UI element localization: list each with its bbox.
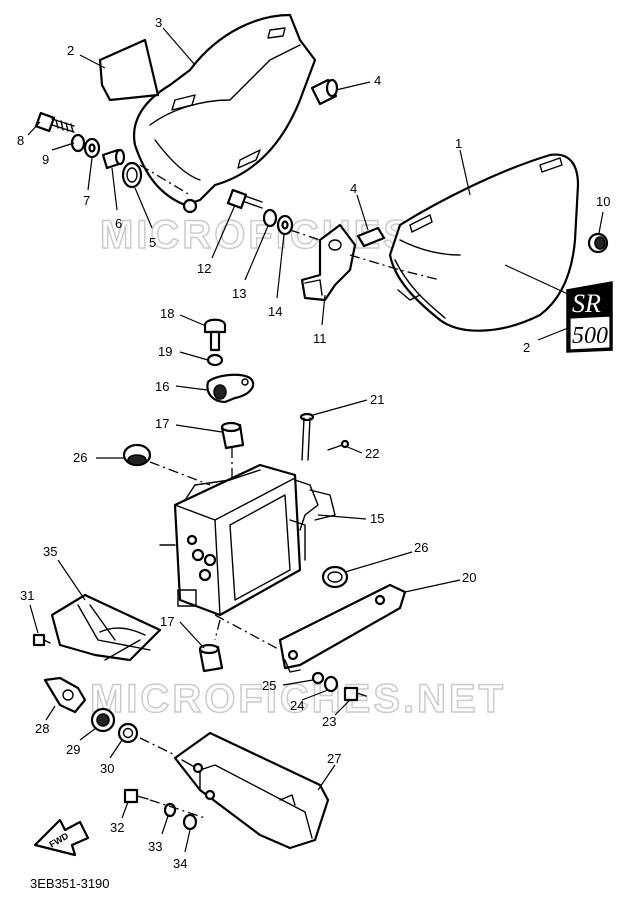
grommet-5 [121, 161, 143, 189]
callout-2-right: 2 [523, 340, 530, 355]
battery-35 [50, 593, 162, 662]
callout-26-right: 26 [414, 540, 428, 555]
callout-21: 21 [370, 392, 384, 407]
bolt-23 [343, 686, 367, 702]
bracket-11 [300, 223, 357, 302]
grommet-top [310, 78, 339, 106]
grommet-29 [90, 707, 116, 733]
damper-17-top [220, 421, 245, 450]
callout-33: 33 [148, 839, 162, 854]
callout-20: 20 [462, 570, 476, 585]
battery-box [159, 463, 319, 617]
drawing-code: 3EB351-3190 [30, 876, 110, 891]
callout-3: 3 [155, 15, 162, 30]
washer-19 [206, 353, 224, 367]
bolt-12 [226, 188, 263, 210]
callout-8: 8 [17, 133, 24, 148]
bolt-32 [123, 788, 149, 804]
callout-2-top: 2 [67, 43, 74, 58]
callout-15: 15 [370, 511, 384, 526]
callout-17-top: 17 [155, 416, 169, 431]
callout-4-top: 4 [374, 73, 381, 88]
emblem-text-sr: SR [572, 289, 601, 318]
callout-6: 6 [115, 216, 122, 231]
left-side-cover [132, 13, 317, 214]
callout-35: 35 [43, 544, 57, 559]
damper-17-bottom [198, 643, 224, 673]
callout-28: 28 [35, 721, 49, 736]
emblem-plate-top [98, 38, 160, 102]
callout-14: 14 [268, 304, 282, 319]
screw-31 [32, 633, 51, 647]
callout-7: 7 [83, 193, 90, 208]
fwd-arrow-icon: FWD [33, 818, 90, 857]
washer-25 [311, 671, 325, 685]
screw-18 [203, 318, 227, 352]
callout-16: 16 [155, 379, 169, 394]
strap-15 [309, 489, 336, 521]
callout-32: 32 [110, 820, 124, 835]
callout-34: 34 [173, 856, 187, 871]
bolt-8 [34, 111, 75, 133]
washer-9 [70, 133, 86, 153]
fuse-holder-28 [43, 676, 87, 714]
washer-34 [182, 813, 198, 831]
watermark-bottom: MICROFICHES.NET [90, 677, 506, 721]
emblem-text-500: 500 [572, 323, 608, 349]
callout-29: 29 [66, 742, 80, 757]
callout-11: 11 [313, 331, 327, 346]
holder-16 [206, 373, 255, 404]
callout-24: 24 [290, 698, 304, 713]
sr500-emblem: SR 500 [566, 281, 613, 353]
callout-26-left: 26 [73, 450, 87, 465]
tray-27 [173, 731, 330, 850]
stay-20 [278, 583, 407, 673]
collar-6 [101, 148, 126, 170]
callout-25: 25 [262, 678, 276, 693]
callout-13: 13 [232, 286, 246, 301]
callout-30: 30 [100, 761, 114, 776]
callout-12: 12 [197, 261, 211, 276]
callout-17-bottom: 17 [160, 614, 174, 629]
callout-19: 19 [158, 344, 172, 359]
washer-24 [323, 675, 339, 693]
callout-9: 9 [42, 152, 49, 167]
right-side-cover [388, 153, 580, 332]
grommet-right [356, 226, 386, 248]
callout-4-right: 4 [350, 181, 357, 196]
washer-13 [262, 208, 278, 228]
callout-1: 1 [455, 136, 462, 151]
ring-30 [117, 722, 139, 744]
grommet-26-right [321, 565, 349, 589]
callout-22: 22 [365, 446, 379, 461]
callouts: 3 2 4 8 9 7 6 5 12 13 14 11 4 [17, 15, 610, 871]
callout-10: 10 [596, 194, 610, 209]
callout-31: 31 [20, 588, 34, 603]
callout-27: 27 [327, 751, 341, 766]
callout-18: 18 [160, 306, 174, 321]
grommet-26-left [122, 443, 152, 467]
callout-5: 5 [149, 235, 156, 250]
bolt-21 [299, 412, 315, 461]
pin-22 [327, 439, 350, 451]
grommet-10 [587, 232, 609, 254]
callout-23: 23 [322, 714, 336, 729]
